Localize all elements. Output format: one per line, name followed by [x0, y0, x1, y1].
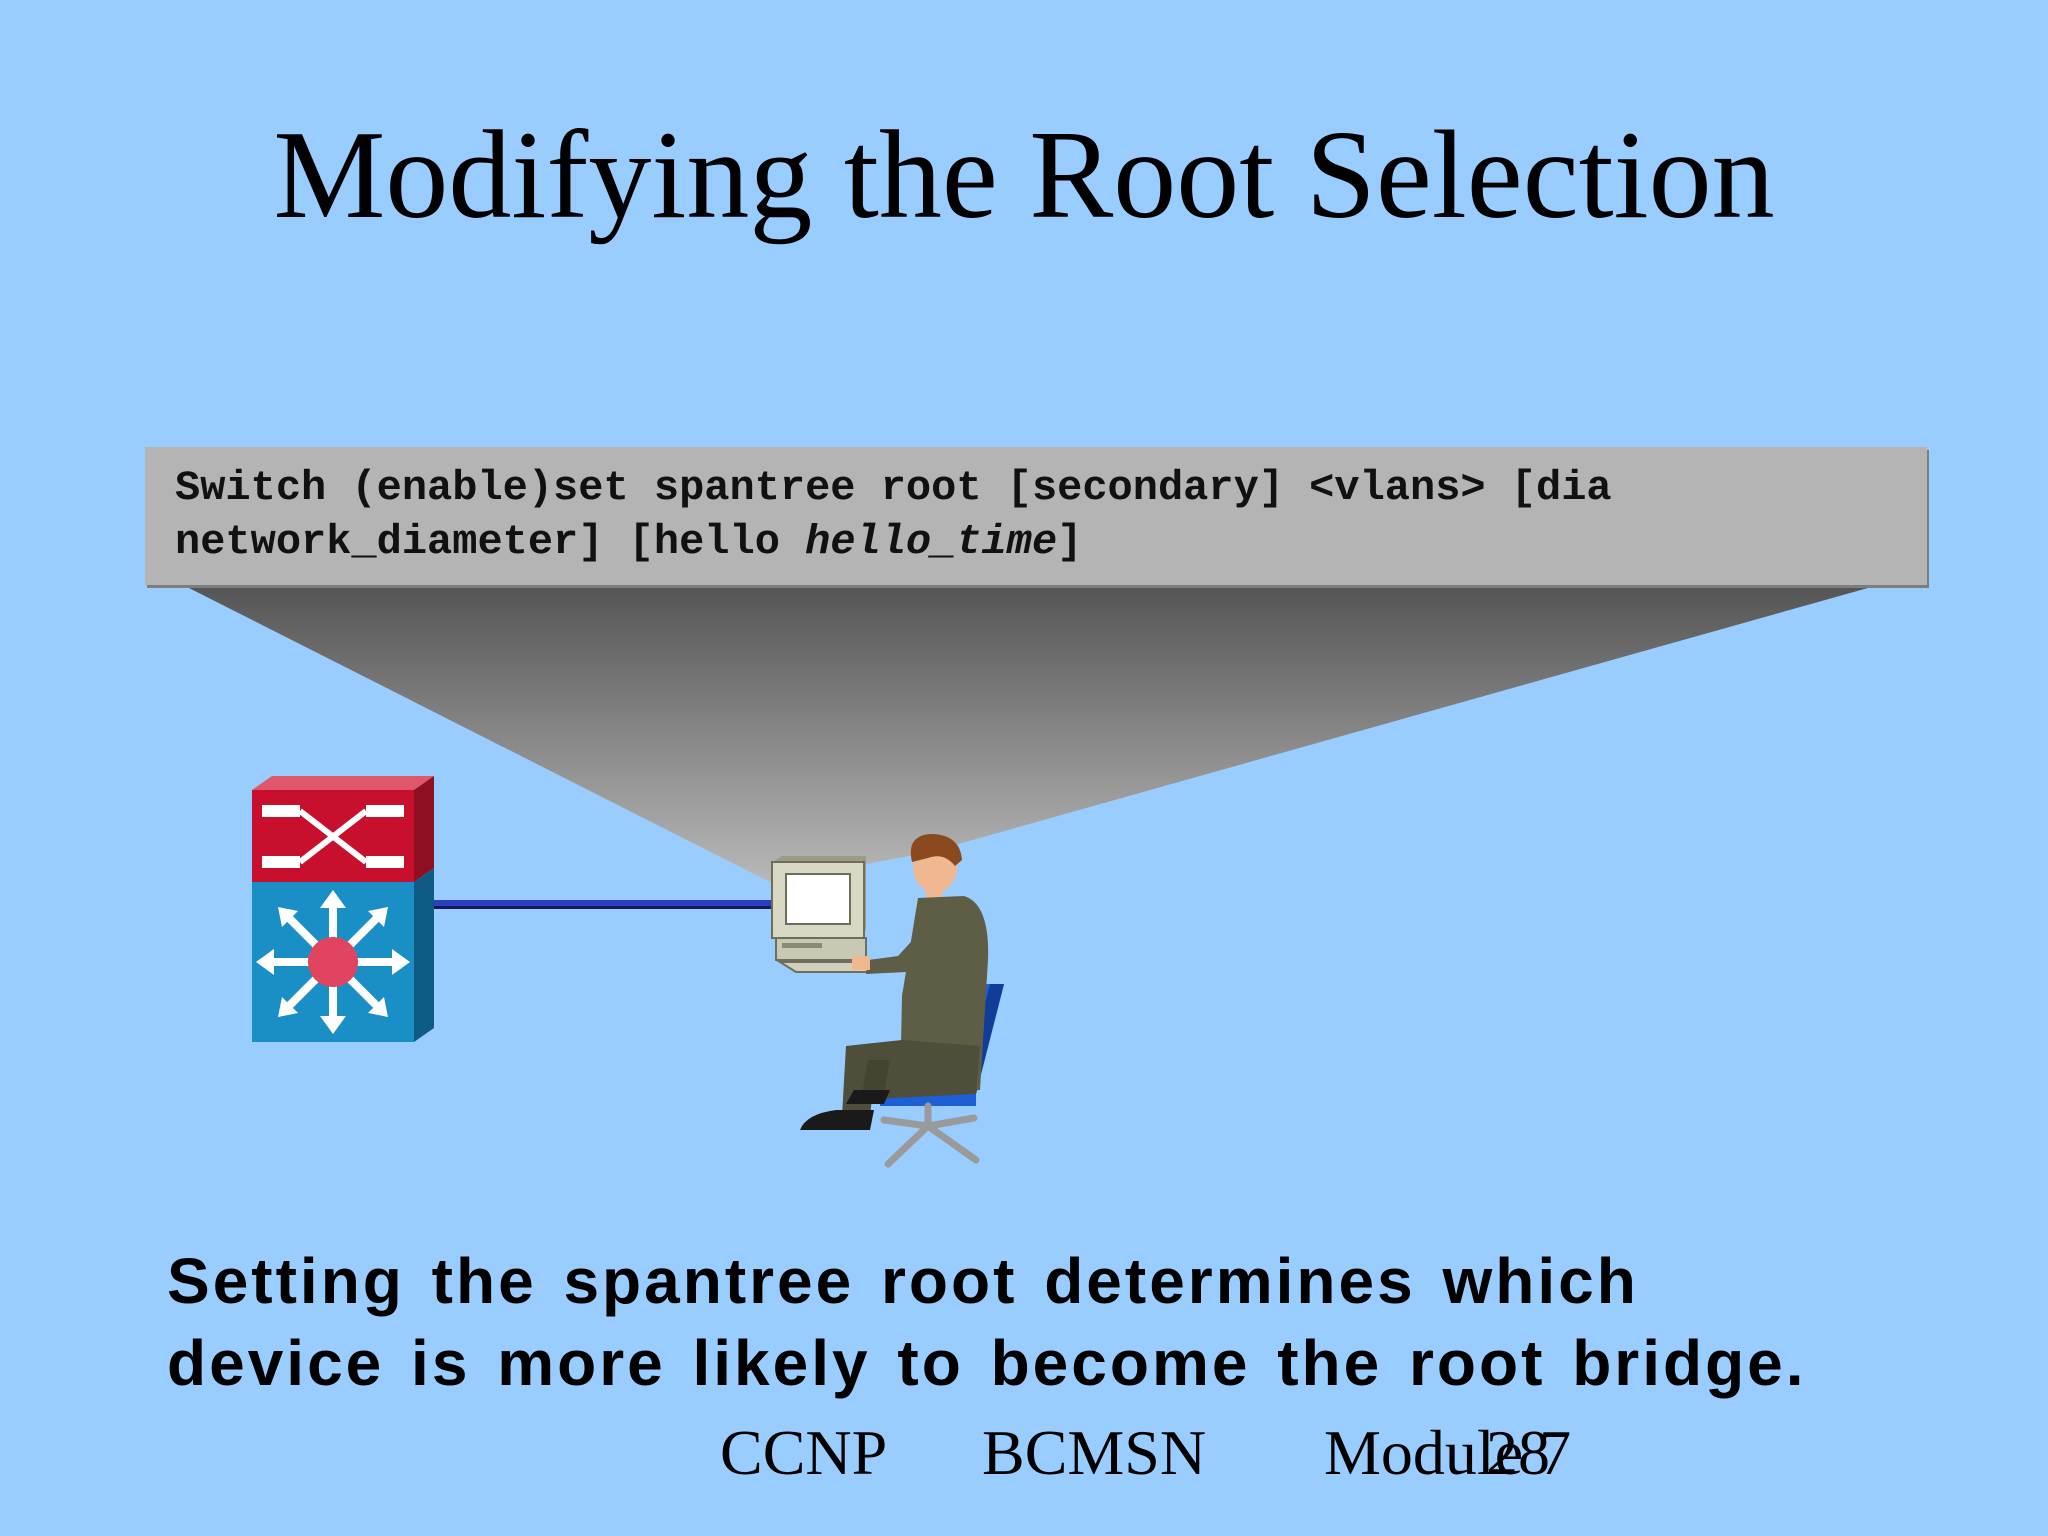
multilayer-switch-icon [252, 776, 434, 1042]
command-line-2-prefix: network_diameter] [hello [175, 518, 806, 566]
command-syntax-box: Switch (enable)set spantree root [second… [145, 447, 1927, 585]
footer-course: CCNP [720, 1417, 888, 1488]
user-icon [800, 834, 989, 1130]
projection-beam [185, 586, 1875, 882]
footer-page-number: 28 [1486, 1417, 1550, 1488]
slide-caption: Setting the spantree root determines whi… [167, 1240, 1947, 1404]
slide-title: Modifying the Root Selection [273, 106, 1775, 245]
caption-line-2: device is more likely to become the root… [167, 1327, 1807, 1399]
footer-module-name: BCMSN [982, 1417, 1207, 1488]
command-line-2-suffix: ] [1057, 518, 1083, 566]
workstation-icon [771, 856, 884, 973]
command-line-2-italic: hello_time [805, 518, 1058, 566]
caption-line-1: Setting the spantree root determines whi… [167, 1245, 1639, 1317]
command-line-1: Switch (enable)set spantree root [second… [175, 464, 1612, 512]
network-link [432, 900, 772, 908]
footer-module-label: Module 7 [1324, 1417, 1572, 1488]
